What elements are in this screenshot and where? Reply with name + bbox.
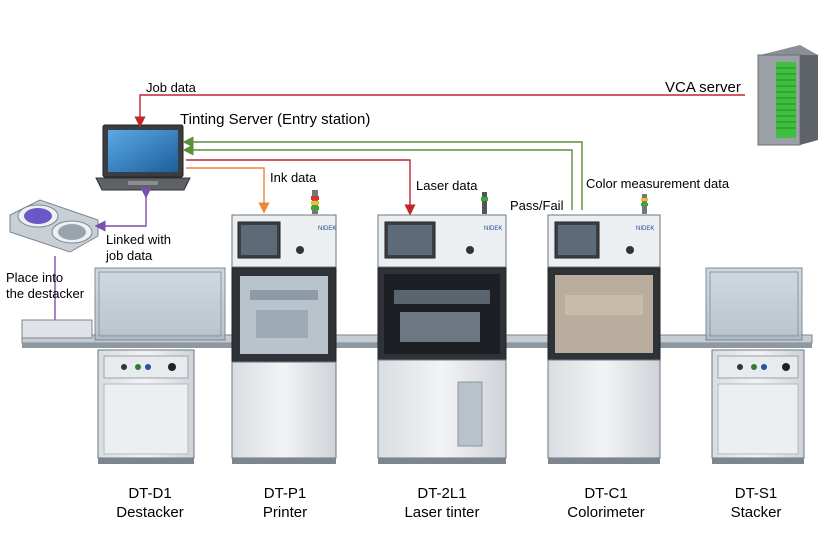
machine-name: Laser tinter [404,504,480,521]
machine-dt-2l1 [377,192,507,464]
machine-dt-d1 [94,267,226,464]
color-measurement-label: Color measurement data [586,176,730,191]
machine-name: Destacker [116,504,184,521]
vca-server-icon [757,45,818,146]
tinting-server-label: Tinting Server (Entry station) [180,111,371,128]
machine-label-dt-c1: DT-C1 Colorimeter [546,484,666,522]
machine-id: DT-C1 [584,485,628,502]
pass-fail-label: Pass/Fail [510,198,564,213]
nidek-badge-c1: NIDEK [636,226,654,232]
machine-id: DT-2L1 [417,485,467,502]
nidek-badge-p1: NIDEK [318,226,336,232]
machine-name: Printer [262,504,308,521]
machine-label-dt-s1: DT-S1 Stacker [696,484,816,522]
machine-label-dt-2l1: DT-2L1 Laser tinter [382,484,502,522]
laser-data-arrow [186,159,416,216]
machine-name: Colorimeter [567,504,645,521]
machine-label-dt-d1: DT-D1 Destacker [90,484,210,522]
place-destacker-label-1: Place into [6,270,64,285]
machine-id: DT-P1 [263,485,307,502]
machine-id: DT-S1 [734,485,778,502]
linked-job-data-arrow [94,187,152,232]
lens-tray-icon [9,199,99,253]
laser-data-label: Laser data [416,178,478,193]
linked-job-data-label-1: Linked with [106,232,172,247]
machine-name: Stacker [730,504,782,521]
laptop-icon [95,124,191,191]
linked-job-data-label-2: job data [106,248,153,263]
place-destacker-label-2: the destacker [6,286,85,301]
vca-server-label: VCA server [665,79,741,96]
machine-dt-c1 [547,194,661,464]
color-measurement-arrow [182,136,583,210]
machine-label-dt-p1: DT-P1 Printer [225,484,345,522]
machine-dt-p1 [231,190,337,464]
machine-dt-s1 [705,267,805,464]
job-data-arrow [134,94,745,128]
ink-data-label: Ink data [270,170,317,185]
nidek-badge-2l1: NIDEK [484,226,502,232]
job-data-label: Job data [146,80,196,95]
pass-fail-arrow [182,144,573,210]
machine-id: DT-D1 [128,485,172,502]
ink-data-arrow [186,167,270,214]
